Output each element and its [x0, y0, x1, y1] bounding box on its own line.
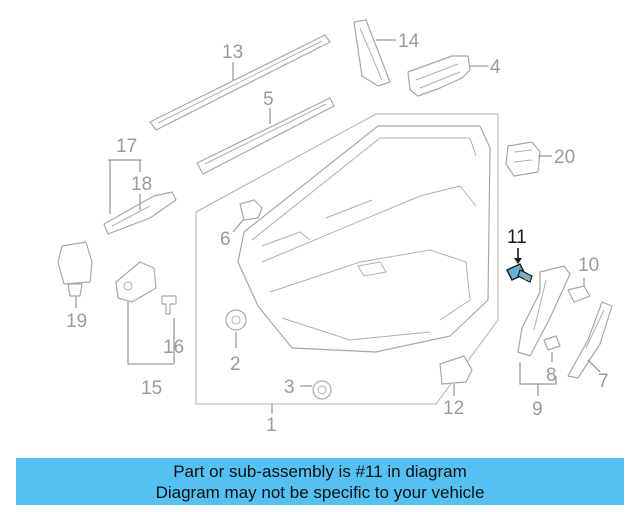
- leader-11-arrowhead: [514, 258, 522, 264]
- leader-15: [127, 302, 175, 365]
- part-6-clip: [239, 199, 263, 221]
- part-9-pull-handle: [517, 265, 571, 357]
- callout-7: 7: [598, 371, 609, 392]
- callout-16: 16: [163, 337, 184, 358]
- part-10-screw: [567, 285, 591, 303]
- callout-17: 17: [116, 136, 137, 157]
- callout-8: 8: [546, 365, 557, 386]
- part-5-belt-molding: [196, 97, 335, 175]
- part-15-courtesy-lamp: [115, 261, 157, 303]
- callout-11: 11: [507, 227, 527, 248]
- part-16-screw: [161, 295, 177, 315]
- part-18-bracket: [103, 191, 177, 235]
- callout-2: 2: [230, 354, 241, 375]
- info-banner: Part or sub-assembly is #11 in diagram D…: [16, 458, 624, 505]
- part-8-clip: [543, 335, 561, 351]
- callout-14: 14: [398, 31, 420, 52]
- part-14-corner-trim: [353, 19, 391, 87]
- callout-20: 20: [554, 147, 575, 168]
- callout-3: 3: [284, 377, 295, 398]
- leader-7: [587, 359, 601, 373]
- part-20-window-switch: [505, 141, 541, 177]
- callout-18: 18: [131, 174, 152, 195]
- part-19-socket: [57, 241, 93, 297]
- banner-line-2: Diagram may not be specific to your vehi…: [155, 483, 485, 502]
- callout-13: 13: [222, 42, 243, 63]
- part-4-door-handle: [407, 55, 471, 97]
- callout-1: 1: [266, 415, 277, 436]
- banner-line-1: Part or sub-assembly is #11 in diagram: [173, 462, 467, 481]
- leader-9: [519, 362, 557, 396]
- callout-19: 19: [66, 311, 87, 332]
- part-7-trim-strip: [567, 301, 613, 379]
- callout-4: 4: [490, 57, 501, 78]
- part-2-push-clip: [225, 309, 247, 331]
- part-13-weatherstrip: [149, 34, 331, 131]
- callout-5: 5: [263, 89, 274, 110]
- callout-15: 15: [141, 378, 162, 399]
- part-3-grommet: [312, 380, 332, 400]
- callout-10: 10: [578, 255, 599, 276]
- callout-9: 9: [532, 399, 543, 420]
- callout-6: 6: [220, 229, 231, 250]
- callout-12: 12: [443, 398, 464, 419]
- part-11-screw: [506, 263, 533, 283]
- part-1-door-trim-panel: [195, 113, 499, 405]
- leader-17: [108, 159, 142, 214]
- part-12-switch-cover: [439, 355, 473, 385]
- leader-6: [232, 219, 244, 233]
